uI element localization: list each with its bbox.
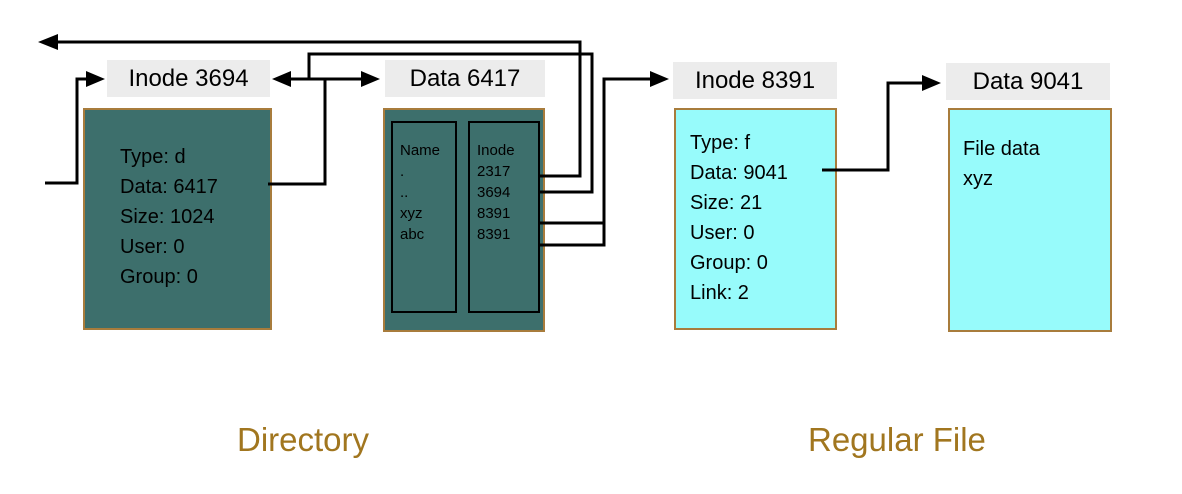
dir-entry-inode: 8391 <box>477 205 511 222</box>
name-column: Name . .. xyz abc <box>391 121 457 313</box>
inode-field: Type: f <box>690 132 751 154</box>
inode-field: Group: 0 <box>120 266 198 288</box>
inode-column: Inode 2317 3694 8391 8391 <box>468 121 540 313</box>
arrowhead-into-data-6417 <box>361 71 380 87</box>
arrow-data-field-6417 <box>268 79 327 186</box>
label-inode-3694: Inode 3694 <box>107 60 270 97</box>
name-column-header: Name <box>400 142 441 159</box>
dir-entry-inode: 8391 <box>477 226 511 243</box>
arrowhead-into-data-9041 <box>922 75 941 91</box>
inode-field: Data: 9041 <box>690 162 788 184</box>
inode-field: Size: 21 <box>690 192 763 214</box>
caption-regular-file: Regular File <box>808 421 986 458</box>
arrow-incoming-to-inode-3694 <box>45 77 87 185</box>
box-data-6417: Name . .. xyz abc Inode 2317 3694 8391 8… <box>383 108 545 332</box>
inode-field: Type: d <box>120 146 186 168</box>
inode-field: User: 0 <box>690 222 755 244</box>
box-inode-3694: Type: d Data: 6417 Size: 1024 User: 0 Gr… <box>83 108 272 330</box>
arrowhead-into-inode-3694 <box>272 71 291 87</box>
inode-field: User: 0 <box>120 236 185 258</box>
label-data-6417: Data 6417 <box>385 60 545 97</box>
file-data-line: File data <box>963 138 1040 160</box>
inode-field: Link: 2 <box>690 282 749 304</box>
box-data-9041: File data xyz <box>948 108 1112 332</box>
inode-field: Data: 6417 <box>120 176 218 198</box>
dir-entry-name: abc <box>400 226 425 243</box>
dir-entry-name: . <box>400 163 405 180</box>
dir-entry-inode: 2317 <box>477 163 511 180</box>
arrow-inode-8391-to-data-9041 <box>822 81 924 172</box>
file-data-line: xyz <box>963 168 993 190</box>
dir-entry-inode: 3694 <box>477 184 511 201</box>
inode-field: Size: 1024 <box>120 206 215 228</box>
inode-field: Group: 0 <box>690 252 768 274</box>
arrowhead-incoming-inode-3694 <box>86 71 105 87</box>
inode-column-header: Inode <box>477 142 515 159</box>
dir-entry-name: .. <box>400 184 409 201</box>
label-data-9041: Data 9041 <box>946 63 1110 100</box>
arrowhead-left-parent <box>38 34 58 50</box>
label-inode-8391: Inode 8391 <box>673 62 837 99</box>
caption-directory: Directory <box>237 421 370 458</box>
box-inode-8391: Type: f Data: 9041 Size: 21 User: 0 Grou… <box>674 108 837 330</box>
arrowhead-into-inode-8391 <box>650 71 669 87</box>
arrow-abc-entry-to-inode-8391 <box>540 77 651 247</box>
dir-entry-name: xyz <box>400 205 423 222</box>
